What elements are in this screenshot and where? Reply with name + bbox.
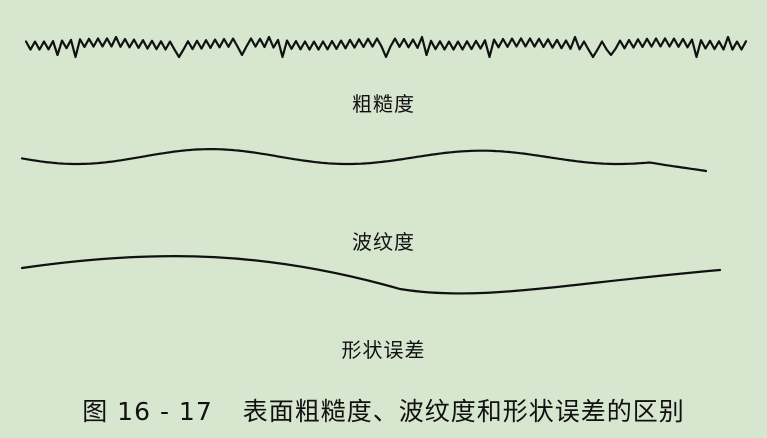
figure-title: 表面粗糙度、波纹度和形状误差的区别: [242, 397, 685, 426]
form-error-label: 形状误差: [341, 338, 426, 362]
waviness-label: 波纹度: [352, 230, 415, 254]
waviness-profile-curve: [20, 148, 708, 173]
figure-caption: 图 16 - 17 表面粗糙度、波纹度和形状误差的区别: [0, 392, 767, 428]
roughness-label: 粗糙度: [352, 92, 415, 116]
roughness-profile-curve: [24, 35, 748, 59]
figure-number: 图 16 - 17: [82, 397, 213, 426]
form-error-profile-curve: [20, 254, 722, 295]
